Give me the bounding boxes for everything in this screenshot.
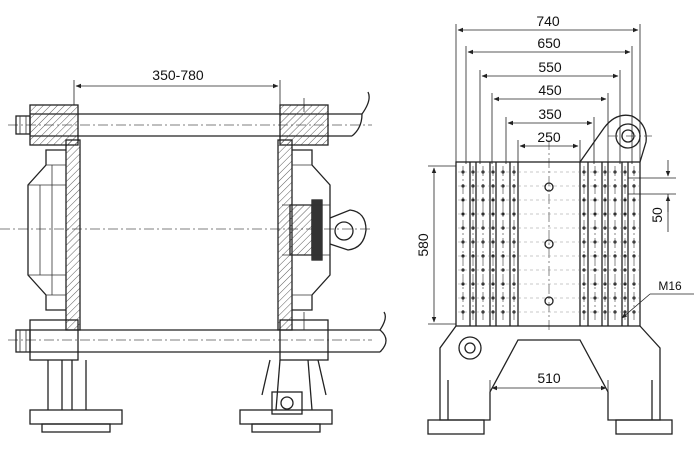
center-holes — [544, 182, 554, 306]
right-pin-lug — [329, 209, 367, 251]
dimension-510: 510 — [489, 370, 609, 394]
dim-740-label: 740 — [536, 13, 560, 29]
dim-510-label: 510 — [537, 370, 561, 386]
bolt-hole-icon — [593, 198, 597, 202]
bolt-hole-icon — [623, 212, 627, 216]
center-hole-icon — [544, 239, 554, 249]
base-pin-outer-icon — [458, 336, 482, 360]
dim-350-label: 350 — [538, 106, 562, 122]
front-view: 740 650 550 450 350 250 580 50 — [415, 13, 694, 435]
dimension-span-label: 350-780 — [152, 67, 204, 83]
left-bottom-clamp — [15, 319, 79, 361]
bolt-hole-icon — [623, 198, 627, 202]
dim-580-label: 580 — [415, 233, 431, 257]
front-base — [427, 325, 673, 435]
front-rails — [469, 162, 629, 326]
bolt-hole-grid — [458, 166, 640, 322]
lug-pin-hole-icon — [334, 221, 354, 241]
left-side-plate — [65, 139, 81, 331]
right-hub-assembly — [282, 149, 331, 311]
dim-50-label: 50 — [649, 207, 665, 223]
dim-250-label: 250 — [537, 129, 561, 145]
right-leg-base — [239, 359, 333, 433]
bolt-hole-icon — [491, 198, 495, 202]
bolt-hole-icon — [491, 212, 495, 216]
left-top-clamp — [15, 104, 79, 146]
thread-callout: M16 — [621, 279, 694, 319]
top-lift-arm — [579, 114, 652, 163]
bolt-hole-icon — [593, 212, 597, 216]
horizontal-dimensions: 740 650 550 450 350 250 — [455, 13, 641, 164]
left-leg-base — [29, 360, 123, 433]
bottom-guide-rod — [30, 311, 387, 353]
base-bolt-icon — [280, 396, 294, 410]
bolt-hole-icon — [461, 198, 465, 202]
thread-callout-label: M16 — [658, 279, 682, 293]
center-hole-icon — [544, 296, 554, 306]
dimension-50: 50 — [628, 160, 676, 232]
left-hub-assembly — [27, 149, 66, 311]
dim-550-label: 550 — [538, 59, 562, 75]
right-top-clamp — [279, 98, 329, 146]
base-pin-inner-icon — [464, 342, 476, 354]
dim-650-label: 650 — [537, 35, 561, 51]
front-frame — [455, 161, 641, 327]
center-hole-icon — [544, 182, 554, 192]
dim-450-label: 450 — [538, 82, 562, 98]
bolt-hole-icon — [461, 212, 465, 216]
dimension-span: 350-780 — [73, 67, 281, 105]
side-view: 350-780 — [0, 67, 387, 433]
right-bottom-clamp — [279, 312, 329, 361]
dimension-580: 580 — [415, 165, 456, 325]
